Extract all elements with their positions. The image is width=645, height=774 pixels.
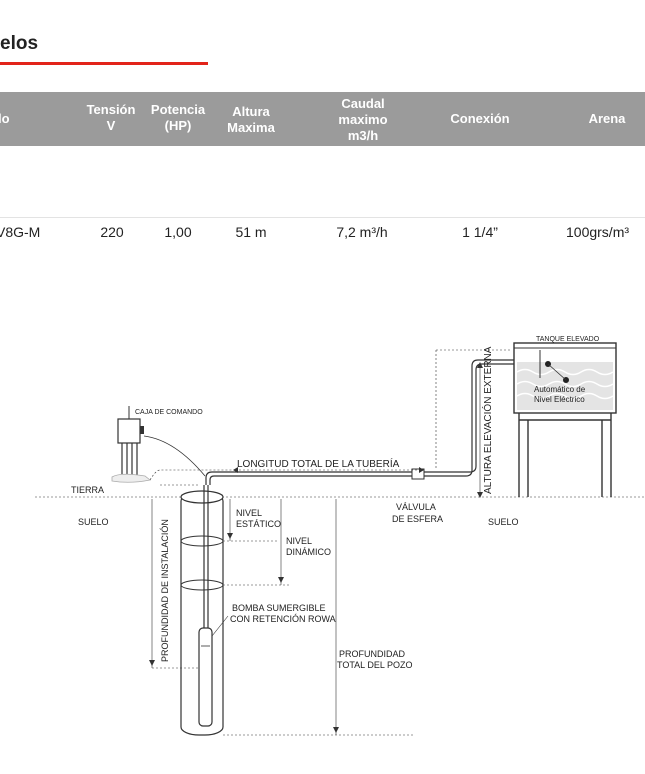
valve-label-2: DE ESFERA bbox=[392, 514, 443, 524]
row-divider bbox=[0, 217, 645, 218]
well-top bbox=[180, 490, 224, 504]
pump-leader bbox=[211, 615, 229, 637]
install-depth-arrow bbox=[149, 660, 155, 666]
dynamic-level-arrow bbox=[278, 577, 284, 583]
control-box-switch bbox=[140, 426, 144, 434]
pump-label-1: BOMBA SUMERGIBLE bbox=[232, 603, 326, 613]
tank-stand bbox=[518, 413, 612, 497]
cell-voltage: 220 bbox=[100, 224, 124, 240]
pipe-length-label: LONGITUD TOTAL DE LA TUBERÍA bbox=[237, 457, 400, 470]
dynamic-level-label-2: DINÁMICO bbox=[286, 547, 331, 557]
well-depth-label-1: PROFUNDIDAD bbox=[339, 649, 406, 659]
elev-arrow-top bbox=[477, 362, 483, 368]
cell-model: V8G-M bbox=[0, 224, 41, 240]
tank-waves bbox=[516, 368, 614, 400]
well-depth-arrow bbox=[333, 727, 339, 733]
header-height: Altura Maxima bbox=[227, 104, 275, 135]
valve-label-1: VÁLVULA bbox=[396, 502, 436, 512]
cell-flow: 7,2 m³/h bbox=[336, 224, 388, 240]
auto-level-label-2: Nivel Eléctrico bbox=[534, 395, 585, 404]
ground-label: TIERRA bbox=[71, 485, 104, 495]
cell-connection: 1 1/4” bbox=[462, 224, 498, 240]
install-depth-label: PROFUNDIDAD DE INSTALACIÓN bbox=[160, 519, 170, 662]
submersible-pump bbox=[198, 627, 213, 727]
header-model: lo bbox=[0, 111, 10, 126]
tank-label: TANQUE ELEVADO bbox=[536, 336, 600, 343]
static-level-label-1: NIVEL bbox=[236, 508, 262, 518]
elev-arrow-bottom bbox=[477, 492, 483, 498]
pipe-length-ext bbox=[149, 469, 233, 486]
header-power: Potencia (HP) bbox=[150, 102, 206, 133]
table-header: lo Tensión V Potencia (HP) Altura Maxima… bbox=[0, 92, 645, 146]
soil-right-label: SUELO bbox=[488, 517, 519, 527]
static-level-arrow bbox=[227, 533, 233, 539]
page-title: elos bbox=[0, 33, 39, 54]
header-flow: Caudal maximo m3/h bbox=[338, 96, 388, 143]
pipe-inner bbox=[209, 359, 515, 485]
static-level-label-2: ESTÁTICO bbox=[236, 519, 281, 529]
well-depth-label-2: TOTAL DEL POZO bbox=[337, 660, 413, 670]
pipe-outer bbox=[205, 363, 515, 485]
cell-height: 51 m bbox=[235, 224, 267, 240]
soil-left-label: SUELO bbox=[78, 517, 109, 527]
tank-water bbox=[517, 362, 613, 410]
title-underline bbox=[0, 62, 208, 65]
control-box-label: CAJA DE COMANDO bbox=[135, 409, 203, 416]
installation-diagram: LONGITUD TOTAL DE LA TUBERÍA ALTURA ELEV… bbox=[35, 336, 645, 736]
float-cable bbox=[547, 363, 567, 381]
dynamic-level-label-1: NIVEL bbox=[286, 536, 312, 546]
ball-valve bbox=[411, 468, 425, 480]
header-sand: Arena bbox=[588, 111, 626, 126]
pump-label-2: CON RETENCIÓN ROWA bbox=[230, 614, 336, 624]
control-box-base bbox=[111, 473, 151, 483]
cell-sand: 100grs/m³ bbox=[566, 224, 630, 240]
pipe-length-arrow-l bbox=[233, 467, 238, 473]
cell-power: 1,00 bbox=[164, 224, 192, 240]
external-height-label: ALTURA ELEVACIÓN EXTERNA bbox=[481, 346, 494, 494]
control-box bbox=[117, 418, 141, 444]
auto-level-label-1: Automático de bbox=[534, 385, 586, 394]
pipe-length-arrow-r bbox=[419, 467, 424, 473]
control-box-legs bbox=[121, 443, 138, 477]
header-connection: Conexión bbox=[450, 111, 510, 126]
header-voltage: Tensión V bbox=[86, 102, 136, 133]
control-cable bbox=[143, 435, 206, 477]
